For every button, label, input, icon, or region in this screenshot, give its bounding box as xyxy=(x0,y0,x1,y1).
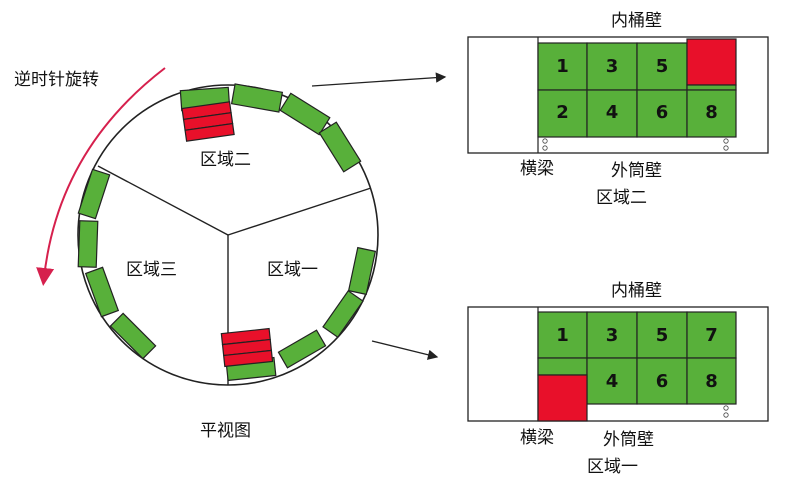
cell-number: 8 xyxy=(705,371,718,392)
green-block xyxy=(84,266,120,318)
green-block xyxy=(318,121,362,173)
slot-cell-red xyxy=(686,38,737,86)
cell-number: 7 xyxy=(705,325,718,346)
rotation-arrow xyxy=(36,67,166,286)
outer-wall-label-top: 外筒壁 xyxy=(611,161,662,181)
slot-cell-red xyxy=(537,374,588,422)
red-stack-bottom xyxy=(220,327,274,368)
slot-cell xyxy=(686,84,737,91)
slot-cell xyxy=(537,357,588,376)
green-block xyxy=(322,289,364,339)
zone1-caption: 区域一 xyxy=(587,457,638,477)
cell-number: 1 xyxy=(556,56,569,77)
rotation-label: 逆时针旋转 xyxy=(14,70,99,90)
green-block xyxy=(279,92,331,136)
green-block xyxy=(230,83,284,113)
block-ring xyxy=(77,83,377,382)
red-stack-top xyxy=(181,101,235,142)
cell-number: 3 xyxy=(605,56,619,77)
cell-number: 4 xyxy=(605,371,619,392)
zone2-label: 区域二 xyxy=(200,150,251,170)
cell-number: 4 xyxy=(605,102,619,123)
inner-wall-label-bottom: 内桶壁 xyxy=(611,281,662,301)
slot-cell xyxy=(686,89,737,138)
green-block xyxy=(77,168,111,220)
inner-wall-label-top: 内桶壁 xyxy=(611,11,662,31)
cell-number: 5 xyxy=(655,56,669,77)
cell-number: 2 xyxy=(556,102,569,123)
beam-label-bottom: 横梁 xyxy=(520,428,554,448)
zone-divider-upper-left xyxy=(97,165,229,236)
slot-cell xyxy=(586,89,638,138)
slot-cell xyxy=(586,42,638,91)
cell-number: 3 xyxy=(605,325,619,346)
slot-cell xyxy=(537,311,588,359)
zone-divider-upper-right xyxy=(227,187,372,236)
zone3-label: 区域三 xyxy=(126,260,177,280)
slot-cell xyxy=(636,357,688,405)
zone1-label: 区域一 xyxy=(267,260,318,280)
plan-view-label: 平视图 xyxy=(200,421,251,441)
slot-cell xyxy=(636,89,688,138)
beam-label-top: 横梁 xyxy=(520,159,554,179)
slot-cell xyxy=(686,357,737,405)
detail-zone2 xyxy=(467,36,769,154)
arrow-to-zone1-detail xyxy=(371,340,439,360)
slot-cell xyxy=(537,89,588,138)
green-block xyxy=(277,329,327,369)
slot-cell xyxy=(686,311,737,359)
green-block xyxy=(347,246,377,296)
arrow-to-zone2-detail xyxy=(311,72,447,87)
green-block xyxy=(109,312,157,360)
slot-cell xyxy=(586,311,638,359)
cell-number: 6 xyxy=(655,102,669,123)
slot-cell xyxy=(636,42,688,91)
cell-number: 5 xyxy=(655,325,669,346)
green-block xyxy=(77,220,99,268)
detail-zone1 xyxy=(467,306,769,422)
slot-cell xyxy=(586,357,638,405)
cell-number: 1 xyxy=(556,325,569,346)
cell-number: 8 xyxy=(705,102,718,123)
cell-number: 6 xyxy=(655,371,669,392)
outer-wall-label-bottom: 外筒壁 xyxy=(603,430,654,450)
zone2-caption: 区域二 xyxy=(596,188,647,208)
